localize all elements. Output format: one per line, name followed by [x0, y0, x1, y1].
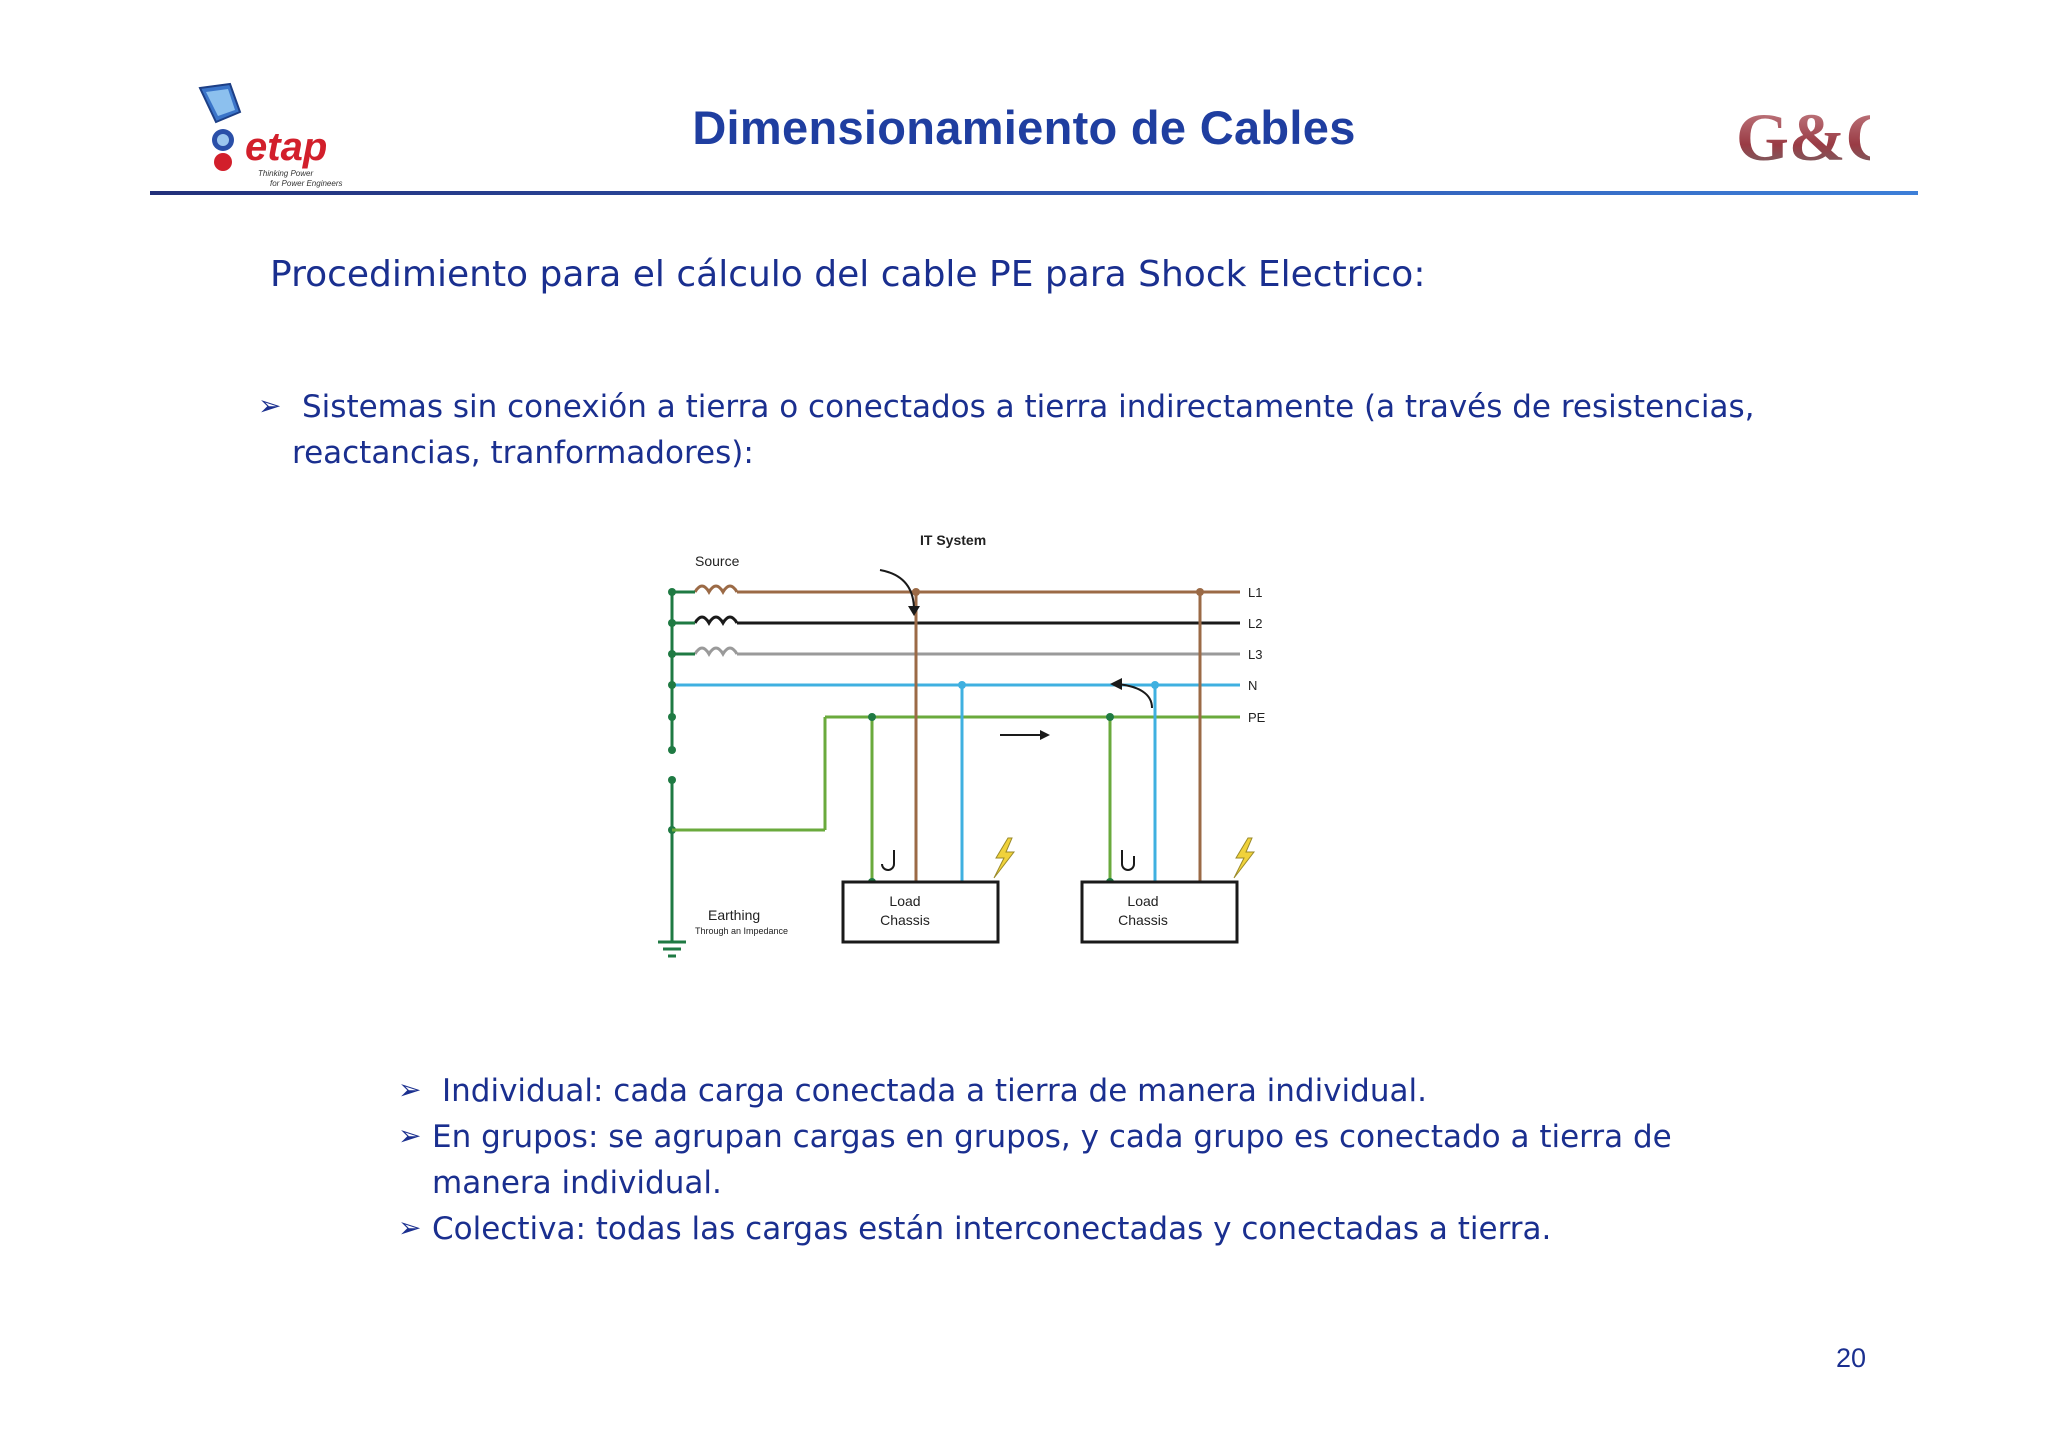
current-return-arrow-icon [1121, 850, 1135, 871]
arrow-bullet-icon: ➢ [398, 1073, 422, 1106]
fault-current-arrow-icon [879, 569, 915, 611]
svg-text:Load: Load [889, 893, 920, 909]
etap-wordmark: etap [245, 125, 327, 169]
arrow-bullet-icon: ➢ [398, 1211, 422, 1244]
source-label: Source [695, 553, 740, 569]
label-l1: L1 [1248, 585, 1262, 600]
lightning-bolt-icon [1233, 837, 1256, 879]
it-system-diagram: IT System Source L1 L2 L3 N PE [640, 520, 1280, 980]
arrow-bullet-icon: ➢ [258, 389, 282, 422]
main-bullet-line2: reactancias, tranformadores): [292, 435, 754, 471]
main-bullet: ➢ Sistemas sin conexión a tierra o conec… [258, 384, 1758, 476]
svg-text:Chassis: Chassis [880, 912, 930, 928]
arrow-bullet-icon: ➢ [398, 1119, 422, 1152]
gg-logo: G&G [1730, 96, 1898, 176]
svg-text:Chassis: Chassis [1118, 912, 1168, 928]
svg-text:Load: Load [1127, 893, 1158, 909]
list-item: ➢ En grupos: se agrupan cargas en grupos… [398, 1114, 1698, 1206]
label-n: N [1248, 678, 1257, 693]
svg-text:for Power Engineers: for Power Engineers [270, 179, 342, 188]
label-l3: L3 [1248, 647, 1262, 662]
svg-text:Thinking Power: Thinking Power [258, 169, 313, 178]
diagram-title: IT System [920, 532, 986, 548]
section-subtitle: Procedimiento para el cálculo del cable … [270, 254, 1426, 295]
earth-ground-icon [658, 940, 686, 958]
load-chassis-2 [1080, 880, 1239, 944]
load-chassis-1 [841, 880, 1000, 944]
earthing-sublabel: Through an Impedance [695, 926, 788, 936]
list-item: ➢ Individual: cada carga conectada a tie… [398, 1068, 1698, 1114]
label-l2: L2 [1248, 616, 1262, 631]
grounding-methods-list: ➢ Individual: cada carga conectada a tie… [398, 1068, 1698, 1252]
gg-wordmark: G&G [1736, 99, 1870, 175]
header-divider [150, 191, 1918, 195]
page-number: 20 [1836, 1343, 1867, 1373]
earthing-label: Earthing [708, 907, 760, 923]
slide-title: Dimensionamiento de Cables [692, 101, 1356, 154]
label-pe: PE [1248, 710, 1266, 725]
list-item: ➢ Colectiva: todas las cargas están inte… [398, 1206, 1698, 1252]
source-coil-l3 [693, 646, 739, 657]
fault-current-arrow-icon [1117, 683, 1153, 709]
etap-logo: etap Thinking Power for Power Engineers [190, 82, 365, 194]
current-return-arrow-icon [881, 850, 895, 871]
source-coil-l2 [693, 615, 739, 626]
lightning-bolt-icon [993, 837, 1016, 879]
source-coil-l1 [693, 584, 739, 595]
main-bullet-line1: Sistemas sin conexión a tierra o conecta… [302, 389, 1755, 425]
